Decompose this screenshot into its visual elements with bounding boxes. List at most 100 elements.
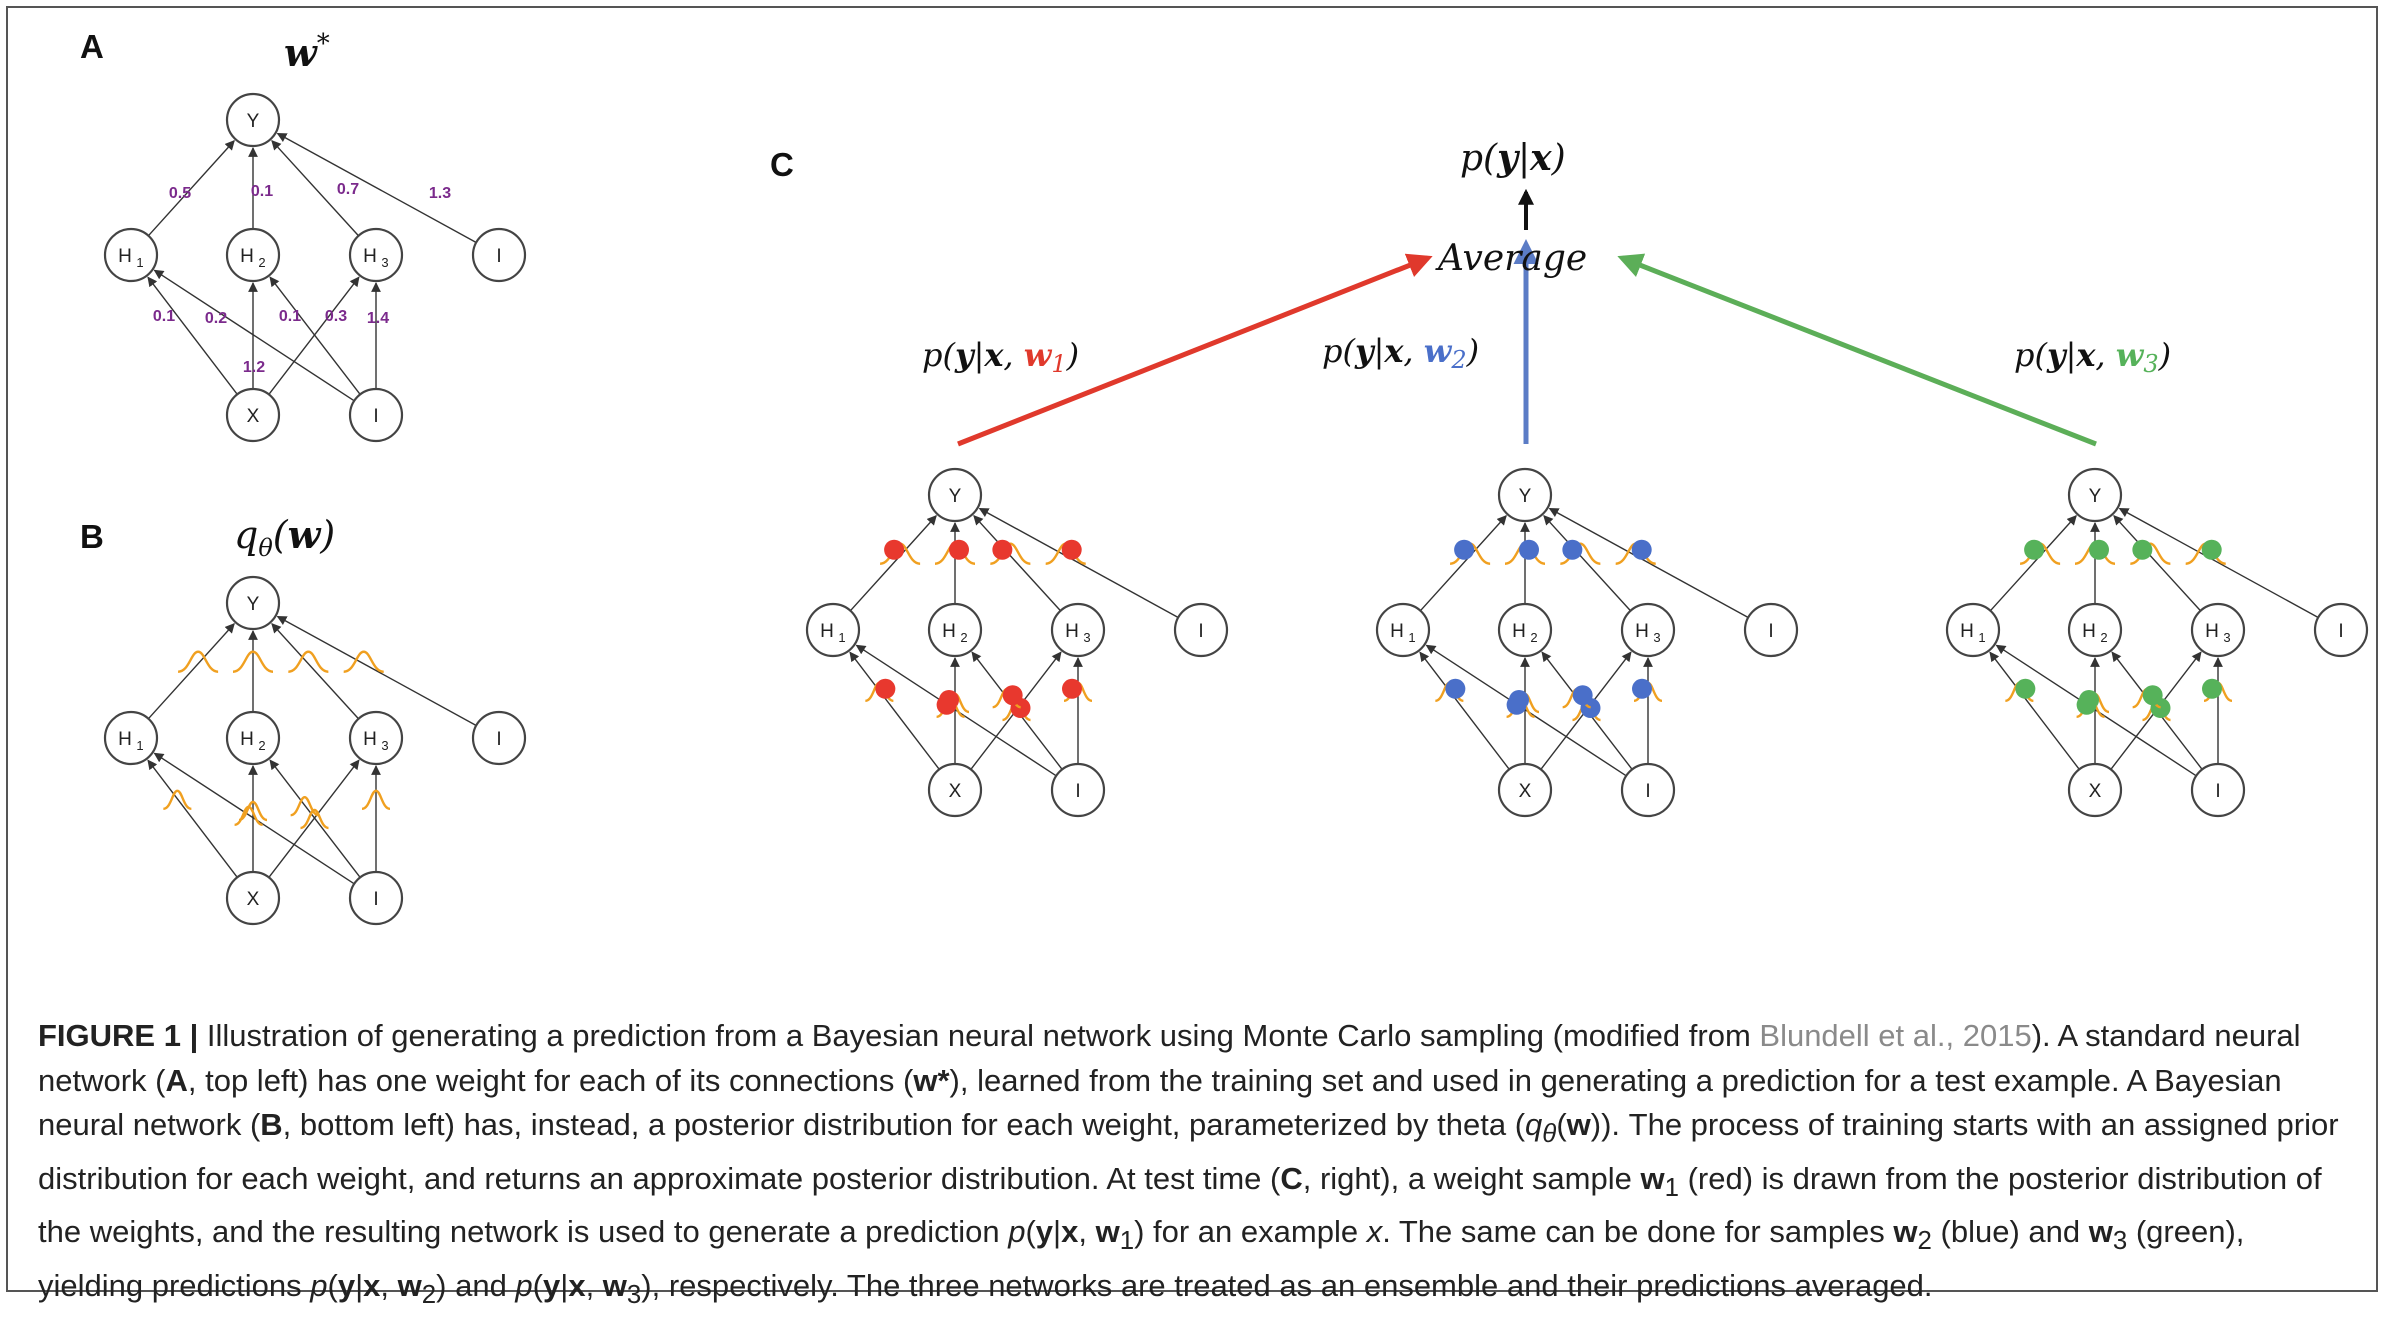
weight-value-bottom: 0.3 <box>325 308 347 325</box>
node-bias-hidden <box>1173 602 1229 658</box>
edge-h3-y <box>2113 514 2202 612</box>
panel-a-label: A <box>80 28 104 65</box>
node-bias-hidden-label: I <box>496 729 501 750</box>
node-h1 <box>103 710 159 766</box>
weight-sample-dot <box>1519 539 1539 560</box>
node-h1-subscript: 1 <box>136 255 143 270</box>
node-h3 <box>348 227 404 283</box>
node-h3-label: H <box>1635 621 1649 642</box>
weight-distribution-curve <box>163 789 192 810</box>
node-h3-subscript: 3 <box>381 255 388 270</box>
node-h3-label: H <box>1065 621 1079 642</box>
node-bias-hidden <box>471 710 527 766</box>
node-h3-subscript: 3 <box>2223 630 2230 645</box>
edge-h3-y <box>1543 514 1632 612</box>
node-bias-hidden-label: I <box>2338 621 2343 642</box>
node-bias-input <box>1050 762 1106 818</box>
node-h2-subscript: 2 <box>960 630 967 645</box>
node-bias-input <box>1620 762 1676 818</box>
weight-distribution-curve <box>343 650 384 673</box>
weight-sample-dot <box>884 539 905 560</box>
average-label: Average <box>1435 238 1587 279</box>
node-h1-subscript: 1 <box>136 738 143 753</box>
node-h3-subscript: 3 <box>1653 630 1660 645</box>
weight-value-top: 0.1 <box>251 183 273 200</box>
weight-sample-dot <box>1061 539 1082 560</box>
node-y <box>225 575 281 631</box>
weight-value-bottom: 0.1 <box>279 308 301 325</box>
node-y-label: Y <box>949 486 962 507</box>
node-h3 <box>2190 602 2246 658</box>
node-x-label: X <box>247 889 260 910</box>
node-h2 <box>225 710 281 766</box>
weight-distribution-curve <box>234 805 263 826</box>
edge-i1-y <box>2118 507 2319 619</box>
edge-i1-y <box>276 615 477 727</box>
node-h3 <box>1620 602 1676 658</box>
node-x-label: X <box>247 406 260 427</box>
edge-x-h1 <box>849 651 940 770</box>
node-y-label: Y <box>247 594 260 615</box>
weight-sample-dot <box>2142 685 2163 706</box>
weight-sample-dot <box>875 678 896 699</box>
figure-caption: FIGURE 1 | Illustration of generating a … <box>38 1018 2339 1310</box>
citation-link[interactable]: Blundell et al., 2015 <box>1759 1018 2032 1053</box>
weight-sample-dot <box>1572 685 1593 706</box>
node-h1 <box>1945 602 2001 658</box>
node-h2-label: H <box>942 621 956 642</box>
edge-x-h1 <box>1989 651 2080 770</box>
weight-sample-dot <box>2015 678 2036 699</box>
node-h3-label: H <box>363 729 377 750</box>
edge-h3-y <box>973 514 1062 612</box>
edge-h1-y <box>849 515 937 612</box>
edge-i1-y <box>1548 507 1749 619</box>
node-h1 <box>805 602 861 658</box>
node-x <box>225 870 281 926</box>
prediction-label-3: p(y|x, w3) <box>2014 336 2171 378</box>
figure-label: FIGURE 1 | <box>38 1018 199 1053</box>
weight-value-bottom: 1.4 <box>367 310 389 327</box>
weight-value-bottom: 0.1 <box>153 308 175 325</box>
node-x <box>2067 762 2123 818</box>
weight-sample-dot <box>949 539 969 560</box>
weight-distribution-curve <box>288 650 329 673</box>
weight-sample-dot <box>1062 678 1082 699</box>
node-bias-hidden <box>471 227 527 283</box>
edge-i1-y <box>978 507 1179 619</box>
edge-i2-h2 <box>269 759 361 878</box>
edge-x-h1 <box>147 759 238 878</box>
weight-sample-dot <box>2089 539 2109 560</box>
node-h2-label: H <box>2082 621 2096 642</box>
node-bias-hidden-label: I <box>1768 621 1773 642</box>
output-label: p(y|x) <box>1460 137 1566 179</box>
node-h2 <box>927 602 983 658</box>
edge-h1-y <box>147 623 235 720</box>
edge-h1-y <box>1419 515 1507 612</box>
edge-x-h3 <box>268 759 360 878</box>
node-h3 <box>1050 602 1106 658</box>
node-h2-subscript: 2 <box>258 255 265 270</box>
weight-sample-dot <box>1631 539 1652 560</box>
node-x-label: X <box>949 781 962 802</box>
edge-h1-y <box>1989 515 2077 612</box>
weight-sample-dot <box>1562 539 1583 560</box>
node-h1 <box>103 227 159 283</box>
weight-distribution-curve <box>177 650 219 673</box>
node-h1-subscript: 1 <box>838 630 845 645</box>
node-h3-subscript: 3 <box>381 738 388 753</box>
weight-distribution-curve <box>300 808 329 830</box>
node-x <box>225 387 281 443</box>
node-x <box>1497 762 1553 818</box>
node-h1-subscript: 1 <box>1408 630 1415 645</box>
node-h1-label: H <box>820 621 834 642</box>
weight-value-top: 1.3 <box>429 185 451 202</box>
node-h2-label: H <box>240 729 254 750</box>
node-h1-label: H <box>1390 621 1404 642</box>
node-bias-input <box>2190 762 2246 818</box>
node-h3-label: H <box>363 246 377 267</box>
